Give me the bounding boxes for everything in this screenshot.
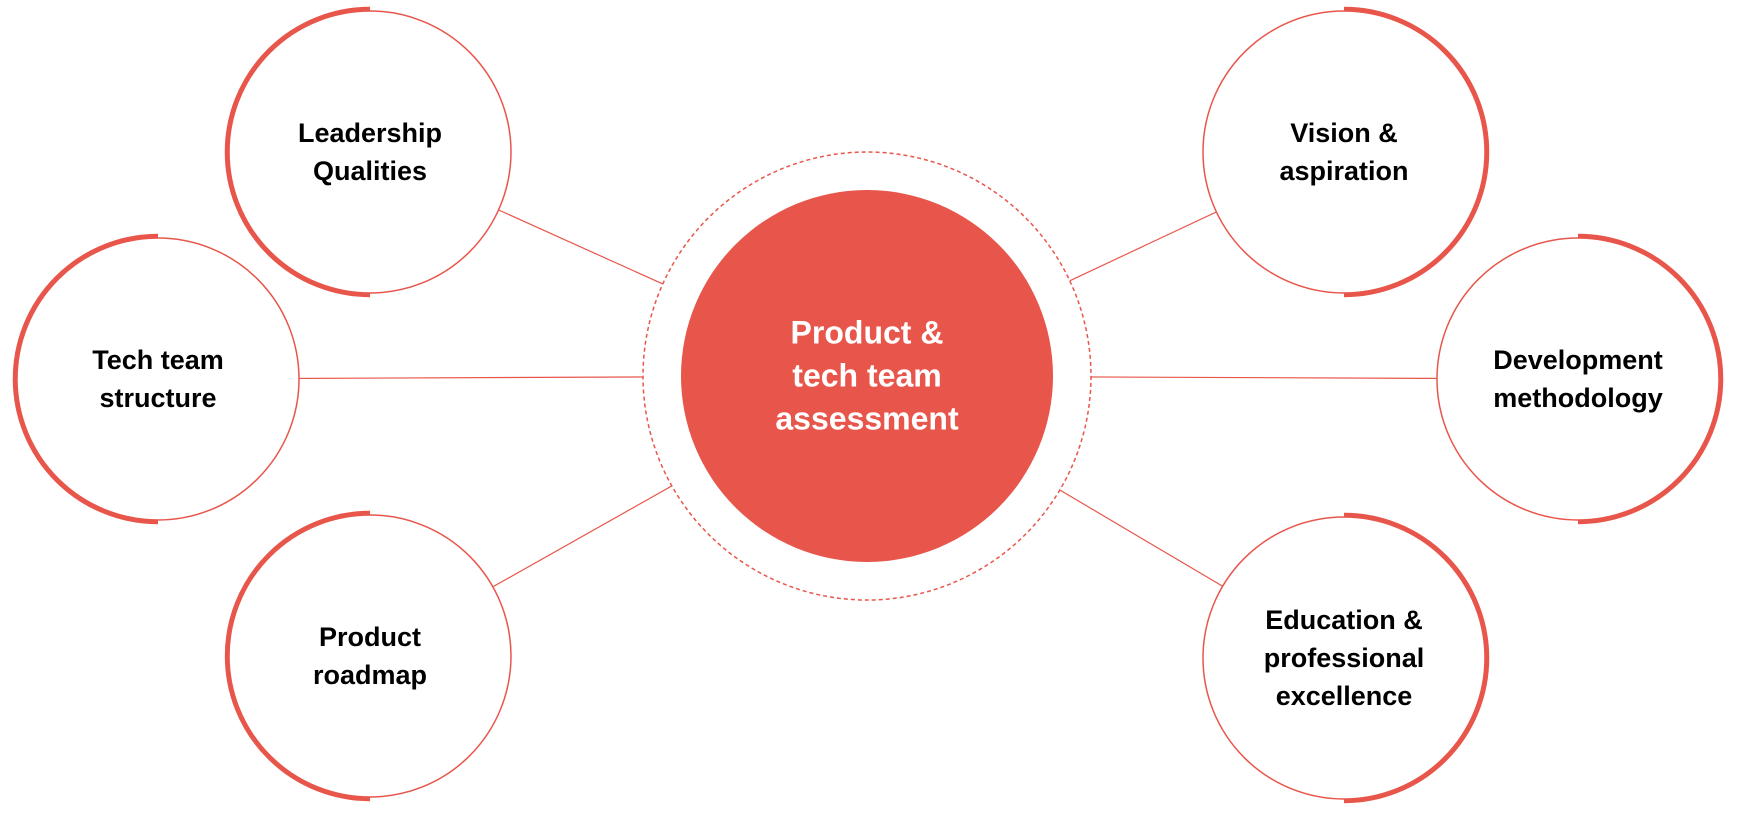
node-label-leadership: Leadership Qualities (297, 118, 443, 186)
node-label-product-roadmap: Product roadmap (312, 622, 428, 690)
node-label-vision: Vision & aspiration (1279, 118, 1409, 186)
node-label-development: Development methodology (1493, 345, 1663, 413)
node-label-tech-team: Tech team structure (92, 345, 224, 413)
node-accent-arc-vision (1343, 6, 1490, 298)
node-accent-arc-leadership (224, 6, 371, 298)
center-circle (681, 190, 1053, 562)
node-label-education: Education & professional excellence (1263, 605, 1425, 711)
node-accent-arc-tech-team (12, 233, 159, 525)
node-accent-arc-product-roadmap (224, 510, 371, 802)
node-accent-arc-education (1343, 512, 1490, 804)
node-accent-arc-development (1577, 233, 1724, 525)
center-label: Product & tech team assessment (775, 314, 959, 437)
